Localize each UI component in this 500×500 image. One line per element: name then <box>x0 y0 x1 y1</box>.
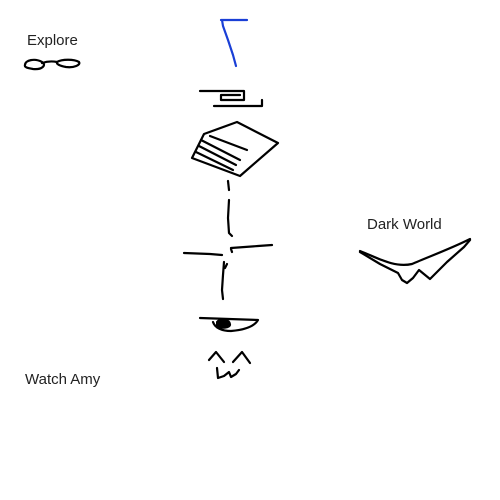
tick-mark-doodle <box>226 198 234 238</box>
watch-amy-label[interactable]: Watch Amy <box>25 371 101 388</box>
cross-doodle <box>182 243 274 301</box>
explore-label[interactable]: Explore <box>27 32 78 49</box>
glasses-icon[interactable] <box>23 58 81 71</box>
eye-doodle <box>198 316 260 333</box>
book-icon <box>190 120 280 192</box>
blue-flag-icon <box>219 18 249 68</box>
smile-face-doodle <box>207 350 252 380</box>
bracket-doodle <box>198 89 264 108</box>
dark-world-label[interactable]: Dark World <box>367 216 442 233</box>
bat-wing-icon[interactable] <box>358 237 472 285</box>
